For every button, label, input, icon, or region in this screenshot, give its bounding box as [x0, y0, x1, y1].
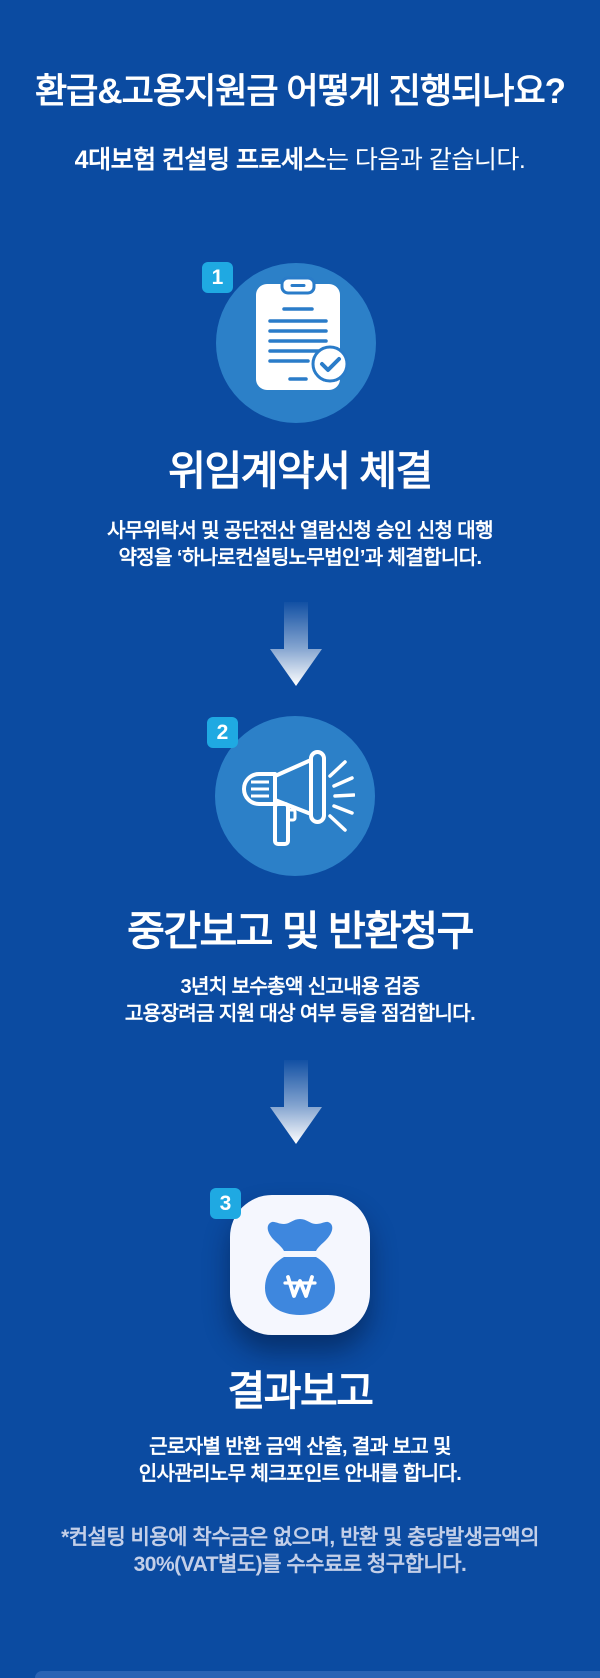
step-2-desc-line-2: 고용장려금 지원 대상 여부 등을 점검합니다.: [124, 1003, 476, 1025]
step-3-desc-line-1: 근로자별 반환 금액 산출, 결과 보고 및: [149, 1436, 451, 1458]
fee-disclaimer: *컨설팅 비용에 착수금은 없으며, 반환 및 충당발생금액의 30%(VAT별…: [0, 1524, 600, 1578]
fee-disclaimer-line-2: 30%(VAT별도)를 수수료로 청구합니다.: [133, 1553, 467, 1576]
page-subtitle: 4대보험 컨설팅 프로세스는 다음과 같습니다.: [0, 143, 600, 177]
step-1-number-badge: 1: [202, 262, 233, 293]
step-3-desc-line-2: 인사관리노무 체크포인트 안내를 합니다.: [138, 1463, 462, 1485]
step-3-number-badge: 3: [210, 1188, 241, 1219]
page-title: 환급&고용지원금 어떻게 진행되나요?: [34, 72, 566, 111]
next-section-top-edge: [35, 1671, 600, 1678]
contract-document-check-icon: [256, 276, 349, 390]
step-2-title: 중간보고 및 반환청구: [127, 908, 474, 954]
step-2-icon-circle: [215, 716, 375, 876]
step-3-description: 근로자별 반환 금액 산출, 결과 보고 및 인사관리노무 체크포인트 안내를 …: [0, 1434, 600, 1488]
step-1-title: 위임계약서 체결: [168, 448, 433, 494]
step-2-number-badge: 2: [207, 717, 238, 748]
step-1-desc-line-1: 사무위탁서 및 공단전산 열람신청 승인 신청 대행: [107, 520, 493, 542]
money-bag-won-icon: [265, 1219, 335, 1315]
step-3-title: 결과보고: [227, 1368, 374, 1414]
down-arrow-icon: [270, 602, 322, 686]
step-2-description: 3년치 보수총액 신고내용 검증 고용장려금 지원 대상 여부 등을 점검합니다…: [0, 974, 600, 1028]
step-1-description: 사무위탁서 및 공단전산 열람신청 승인 신청 대행 약정을 ‘하나로컨설팅노무…: [0, 518, 600, 572]
step-1-icon-circle: [216, 263, 376, 423]
step-3-icon-tile: [230, 1195, 370, 1335]
megaphone-icon: [242, 750, 355, 846]
fee-disclaimer-line-1: *컨설팅 비용에 착수금은 없으며, 반환 및 충당발생금액의: [61, 1526, 539, 1549]
step-2-desc-line-1: 3년치 보수총액 신고내용 검증: [180, 976, 421, 998]
down-arrow-icon: [270, 1060, 322, 1144]
subtitle-regular-part: 는 다음과 같습니다.: [325, 146, 526, 174]
subtitle-bold-part: 4대보험 컨설팅 프로세스: [74, 146, 327, 174]
step-1-desc-line-2: 약정을 ‘하나로컨설팅노무법인’과 체결합니다.: [118, 547, 483, 569]
